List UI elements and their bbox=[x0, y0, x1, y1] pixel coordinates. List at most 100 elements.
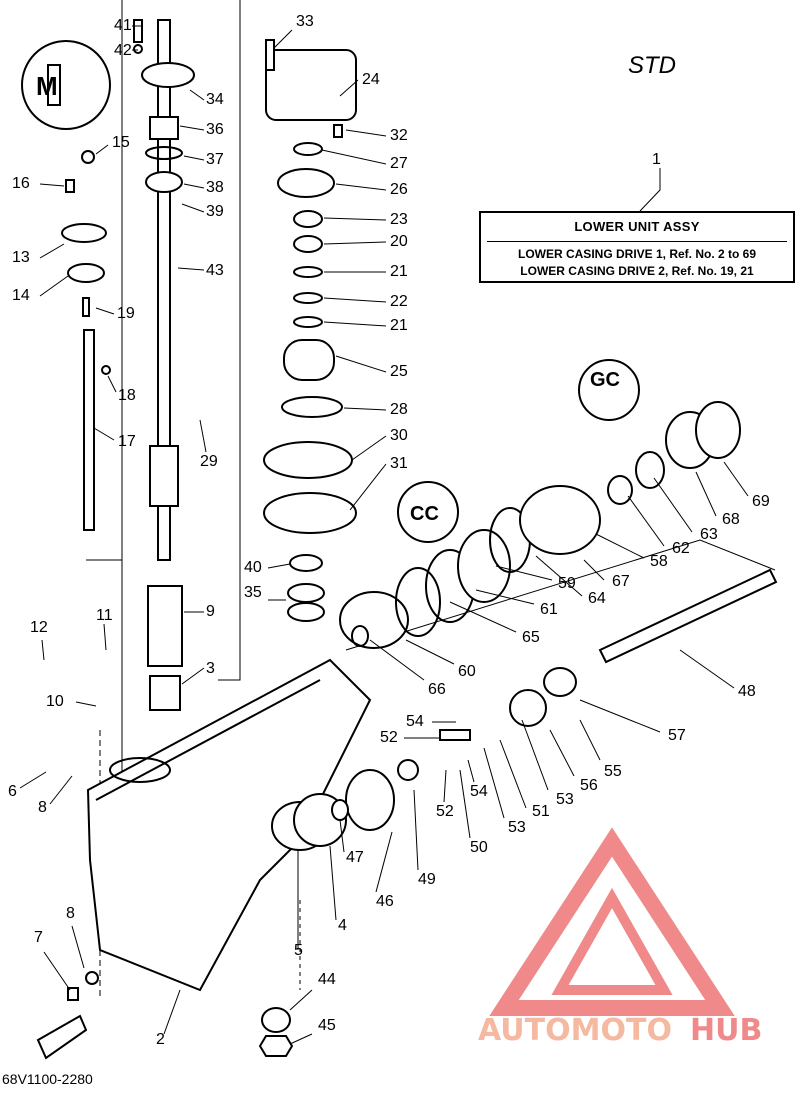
callout-number-51: 51 bbox=[532, 803, 550, 820]
callout-number-7: 7 bbox=[34, 929, 43, 946]
lower-casing-2 bbox=[86, 658, 372, 992]
callout-number-22: 22 bbox=[390, 293, 408, 310]
callout-number-5: 5 bbox=[294, 942, 303, 959]
callout-number-52: 52 bbox=[436, 803, 454, 820]
callout-leader-line bbox=[323, 297, 387, 303]
washer-8b bbox=[85, 971, 99, 985]
forward-gear-57 bbox=[543, 667, 577, 697]
callout-leader-line bbox=[323, 241, 387, 245]
callout-leader-line bbox=[95, 307, 115, 315]
pump-parts bbox=[263, 39, 357, 622]
outer-plate-30 bbox=[263, 441, 353, 479]
watermark-text-hub: HUB bbox=[690, 1013, 762, 1048]
callout-number-41: 41 bbox=[114, 17, 132, 34]
callout-number-66: 66 bbox=[428, 681, 446, 698]
callout-number-21: 21 bbox=[390, 263, 408, 280]
callout-leader-line bbox=[321, 149, 387, 165]
callout-number-12: 12 bbox=[30, 619, 48, 636]
washer-65 bbox=[395, 567, 441, 637]
nut-15 bbox=[81, 150, 95, 164]
nut-45 bbox=[258, 1035, 294, 1057]
washer-21b bbox=[293, 316, 323, 328]
callout-leader-line bbox=[181, 203, 205, 213]
callout-number-6: 6 bbox=[8, 783, 17, 800]
callout-number-3: 3 bbox=[206, 660, 215, 677]
info-box: LOWER UNIT ASSY LOWER CASING DRIVE 1, Re… bbox=[479, 211, 795, 283]
callout-number-68: 68 bbox=[722, 511, 740, 528]
wave-washer-22 bbox=[293, 292, 323, 304]
bearing-59 bbox=[457, 529, 511, 603]
callout-leader-line bbox=[459, 769, 471, 839]
callout-number-40: 40 bbox=[244, 559, 262, 576]
std-label: STD bbox=[628, 52, 676, 79]
callout-leader-line bbox=[75, 701, 97, 707]
callout-leader-line bbox=[375, 831, 393, 893]
callout-leader-line bbox=[653, 477, 693, 533]
callout-leader-line bbox=[343, 407, 387, 411]
callout-number-65: 65 bbox=[522, 629, 540, 646]
fwd-arrow-icon bbox=[36, 1014, 88, 1060]
callout-number-37: 37 bbox=[206, 151, 224, 168]
callout-leader-line bbox=[499, 739, 527, 809]
housing-25 bbox=[283, 339, 335, 381]
callout-leader-line bbox=[39, 243, 65, 259]
callout-leader-line bbox=[93, 427, 115, 441]
reverse-gear-46 bbox=[345, 769, 395, 831]
drawing-code: 68V1100-2280 bbox=[2, 1071, 93, 1087]
o-ring-14 bbox=[67, 263, 105, 283]
callout-number-32: 32 bbox=[390, 127, 408, 144]
callout-leader-line bbox=[549, 729, 575, 777]
bolt-33 bbox=[265, 39, 275, 71]
callout-number-60: 60 bbox=[458, 663, 476, 680]
callout-leader-line bbox=[189, 89, 205, 101]
driveshaft-43 bbox=[157, 19, 171, 561]
callout-leader-line bbox=[595, 533, 645, 559]
callout-leader-line bbox=[103, 623, 107, 651]
detail-circle-b bbox=[578, 359, 640, 421]
callout-number-38: 38 bbox=[206, 179, 224, 196]
callout-number-9: 9 bbox=[206, 603, 215, 620]
callout-number-14: 14 bbox=[12, 287, 30, 304]
pinion-gear-44 bbox=[261, 1007, 291, 1033]
watermark-text-automoto: AUTOMOTO bbox=[478, 1013, 672, 1048]
dog-clutch-56 bbox=[509, 689, 547, 727]
callout-leader-line bbox=[579, 699, 661, 733]
callout-number-62: 62 bbox=[672, 540, 690, 557]
callout-number-34: 34 bbox=[206, 91, 224, 108]
seal-63 bbox=[635, 451, 665, 489]
callout-number-24: 24 bbox=[362, 71, 380, 88]
o-ring-27 bbox=[293, 142, 323, 156]
seal-housing-34 bbox=[141, 62, 195, 88]
callout-leader-line bbox=[695, 471, 717, 517]
callout-leader-line bbox=[413, 789, 419, 871]
callout-leader-line bbox=[369, 639, 425, 681]
callout-number-26: 26 bbox=[390, 181, 408, 198]
callout-leader-line bbox=[41, 639, 45, 661]
callout-leader-line bbox=[39, 183, 65, 187]
shift-rod-17 bbox=[83, 329, 95, 531]
detail-circle-a bbox=[21, 40, 111, 130]
insert-23 bbox=[293, 210, 323, 228]
seal-35a bbox=[287, 583, 325, 603]
callout-number-53: 53 bbox=[556, 791, 574, 808]
callout-number-61: 61 bbox=[540, 601, 558, 618]
clip-18 bbox=[101, 365, 111, 375]
callout-leader-line bbox=[71, 925, 85, 969]
badge-gc: GC bbox=[590, 369, 620, 391]
shim-47 bbox=[331, 799, 349, 821]
callout-leader-line bbox=[199, 419, 207, 453]
bearing-housing-58 bbox=[519, 485, 601, 555]
callout-number-57: 57 bbox=[668, 727, 686, 744]
callout-number-49: 49 bbox=[418, 871, 436, 888]
callout-leader-line bbox=[679, 649, 735, 689]
prop-shaft-parts bbox=[339, 359, 778, 781]
propeller-shaft-48 bbox=[598, 568, 778, 664]
gear-60 bbox=[339, 591, 409, 649]
callout-number-23: 23 bbox=[390, 211, 408, 228]
callout-number-33: 33 bbox=[296, 13, 314, 30]
callout-number-47: 47 bbox=[346, 849, 364, 866]
watermark-logo: AUTOMOTO HUB bbox=[478, 827, 762, 1048]
callout-leader-line bbox=[483, 747, 505, 819]
badge-m: M bbox=[36, 71, 58, 101]
